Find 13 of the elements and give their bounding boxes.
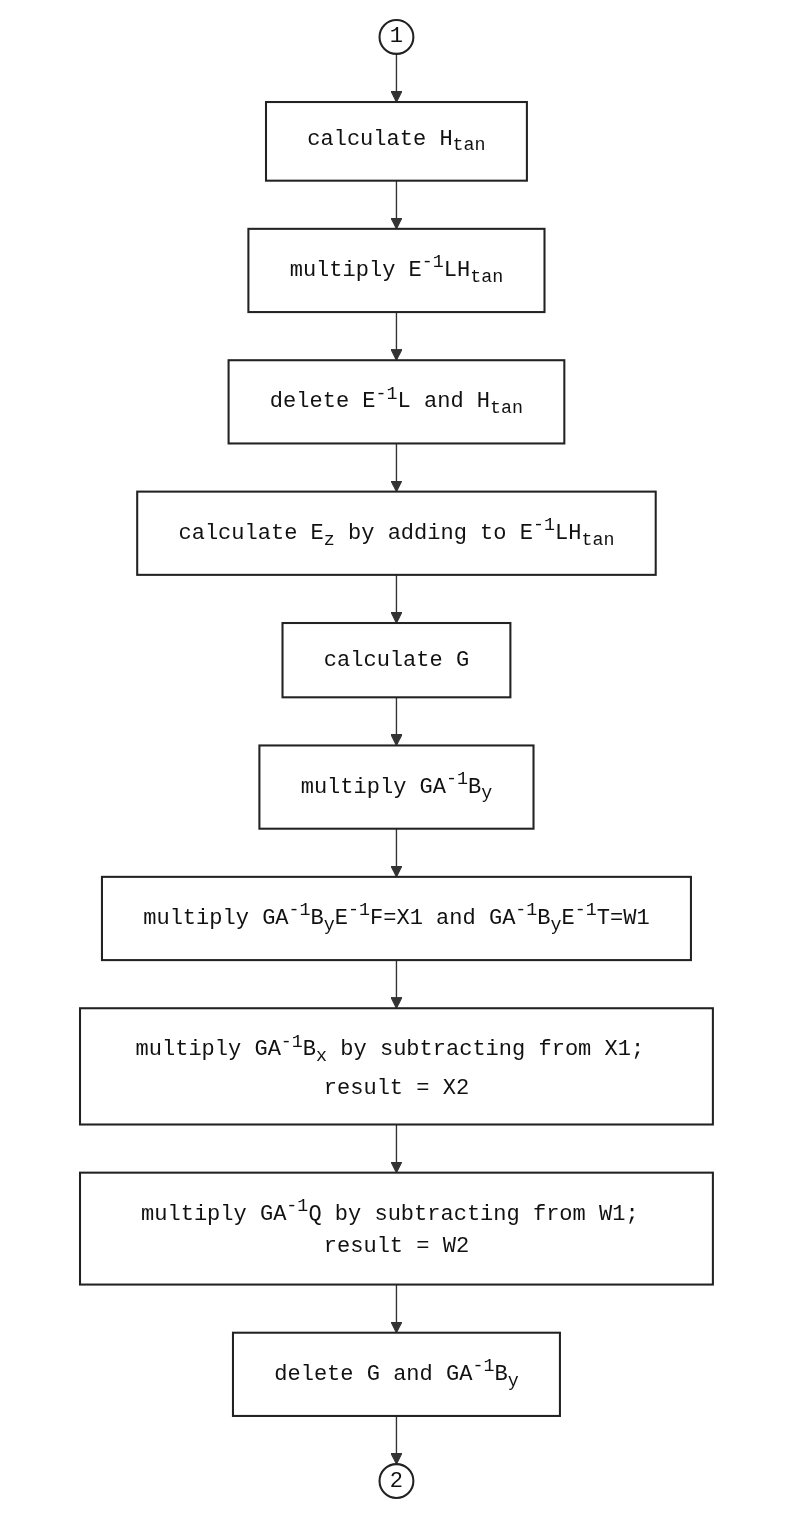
node-box: multiply GA$^{-1}$B$_{y}$	[257, 743, 535, 830]
node-box: multiply GA$^{-1}$B$_{y}$E$^{-1}$F=X1 and GA$^{-1}$B$_{y}$E$^{-1}$T=W1	[100, 875, 692, 961]
node-box: calculate H$_{tan}$	[264, 100, 528, 182]
node-box: calculate G	[281, 621, 511, 698]
node-box: multiply GA$^{-1}$B$_{x}$ by subtracting from X1; result = X2	[78, 1006, 714, 1126]
node-box: calculate E$_{z}$ by adding to E$^{-1}$LH$_{tan}$	[135, 490, 657, 576]
node-box: delete E$^{-1}$L and H$_{tan}$	[227, 358, 565, 444]
node-circle: 1	[378, 18, 414, 55]
node-box: multiply E$^{-1}$LH$_{tan}$	[246, 227, 546, 313]
node-circle: 2	[378, 1462, 414, 1499]
node-box: multiply GA$^{-1}$Q by subtracting from W1; result = W2	[78, 1171, 714, 1286]
node-box: delete G and GA$^{-1}$B$_{y}$	[231, 1331, 561, 1417]
arrow	[389, 442, 403, 492]
